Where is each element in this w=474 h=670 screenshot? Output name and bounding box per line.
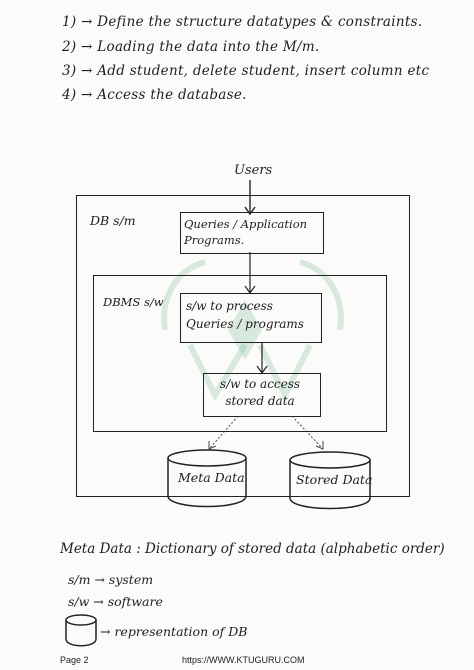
meta-data-definition: Meta Data : Dictionary of stored data (a… [60, 541, 445, 557]
stored-data-label: Stored Data [296, 472, 373, 487]
access-box [203, 373, 321, 417]
process-box [180, 293, 322, 343]
meta-data-label: Meta Data [178, 470, 245, 485]
cylinder-legend-text: → representation of DB [100, 624, 248, 639]
db-system-label: DB s/m [90, 213, 136, 228]
note-item-3: 3) → Add student, delete student, insert… [62, 63, 430, 79]
note-item-2: 2) → Loading the data into the M/m. [62, 39, 320, 55]
users-label: Users [234, 163, 273, 178]
process-box-text: s/w to process Queries / programs [186, 299, 304, 331]
dbms-box [93, 275, 387, 432]
access-box-text: s/w to access stored data [219, 377, 301, 408]
page-number: Page 2 [60, 655, 89, 665]
footer-url[interactable]: https://WWW.KTUGURU.COM [182, 655, 305, 665]
stored-data-cylinder [289, 451, 371, 510]
dbms-label: DBMS s/w [103, 295, 164, 309]
sm-definition: s/m → system [68, 572, 154, 587]
meta-data-cylinder [167, 449, 247, 508]
queries-box-text: Queries / Application Programs. [184, 217, 308, 247]
note-item-4: 4) → Access the database. [62, 87, 247, 103]
db-legend-cylinder [65, 614, 97, 647]
sw-definition: s/w → software [68, 594, 163, 609]
note-item-1: 1) → Define the structure datatypes & co… [62, 14, 423, 30]
queries-box [180, 212, 324, 254]
db-system-box [76, 195, 410, 497]
